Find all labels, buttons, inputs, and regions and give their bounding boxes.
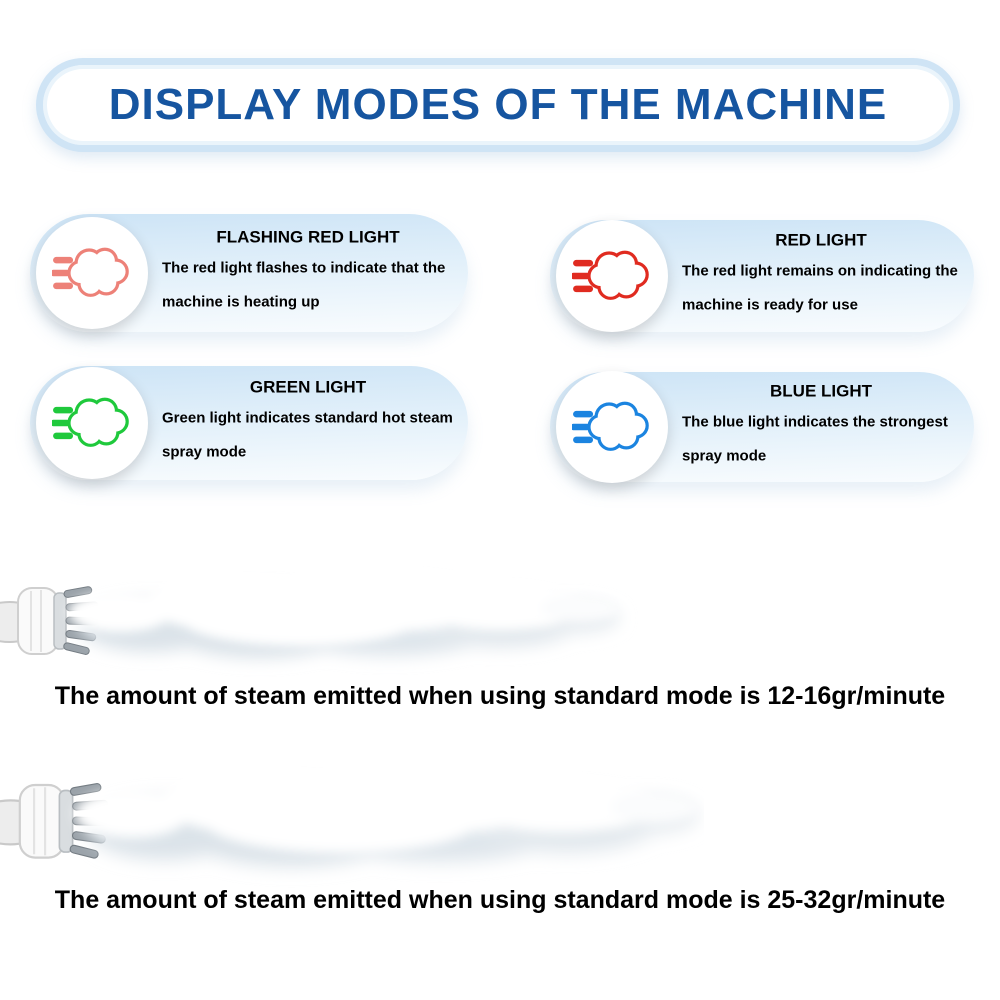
icon-bubble <box>556 371 668 483</box>
title-banner: DISPLAY MODES OF THE MACHINE <box>36 58 960 152</box>
card-text: FLASHING RED LIGHT The red light flashes… <box>162 227 454 319</box>
card-title: FLASHING RED LIGHT <box>216 227 400 247</box>
icon-bubble <box>36 367 148 479</box>
steam-spray-photo-strong-mode <box>0 747 699 867</box>
steam-puff-icon <box>572 401 649 451</box>
card-title: GREEN LIGHT <box>249 377 367 397</box>
card-text: GREEN LIGHT Green light indicates standa… <box>162 377 454 469</box>
mode-card-flashing-red: FLASHING RED LIGHT The red light flashes… <box>30 214 468 332</box>
steam-cloud <box>68 559 620 658</box>
steam-puff-icon <box>572 250 649 300</box>
card-description: The blue light indicates the strongest s… <box>682 413 948 464</box>
page-title: DISPLAY MODES OF THE MACHINE <box>108 80 888 129</box>
steam-amount-caption-strong: The amount of steam emitted when using s… <box>54 886 946 914</box>
steam-amount-caption-standard: The amount of steam emitted when using s… <box>54 682 946 710</box>
icon-bubble <box>36 217 148 329</box>
card-description: The red light remains on indicating the … <box>682 262 958 313</box>
steam-cloud <box>74 747 699 867</box>
card-description: Green light indicates standard hot steam… <box>162 409 453 460</box>
card-title: BLUE LIGHT <box>770 381 872 401</box>
mode-card-blue: BLUE LIGHT The blue light indicates the … <box>550 371 974 483</box>
card-text: BLUE LIGHT The blue light indicates the … <box>682 381 960 473</box>
card-text: RED LIGHT The red light remains on indic… <box>682 230 960 322</box>
steam-puff-icon <box>52 397 129 447</box>
card-title: RED LIGHT <box>775 230 867 250</box>
mode-card-green: GREEN LIGHT Green light indicates standa… <box>30 366 468 480</box>
mode-card-red: RED LIGHT The red light remains on indic… <box>550 220 974 332</box>
icon-bubble <box>556 220 668 332</box>
steam-puff-icon <box>52 247 129 297</box>
card-description: The red light flashes to indicate that t… <box>162 259 446 310</box>
steam-spray-photo-standard-mode <box>0 559 620 658</box>
